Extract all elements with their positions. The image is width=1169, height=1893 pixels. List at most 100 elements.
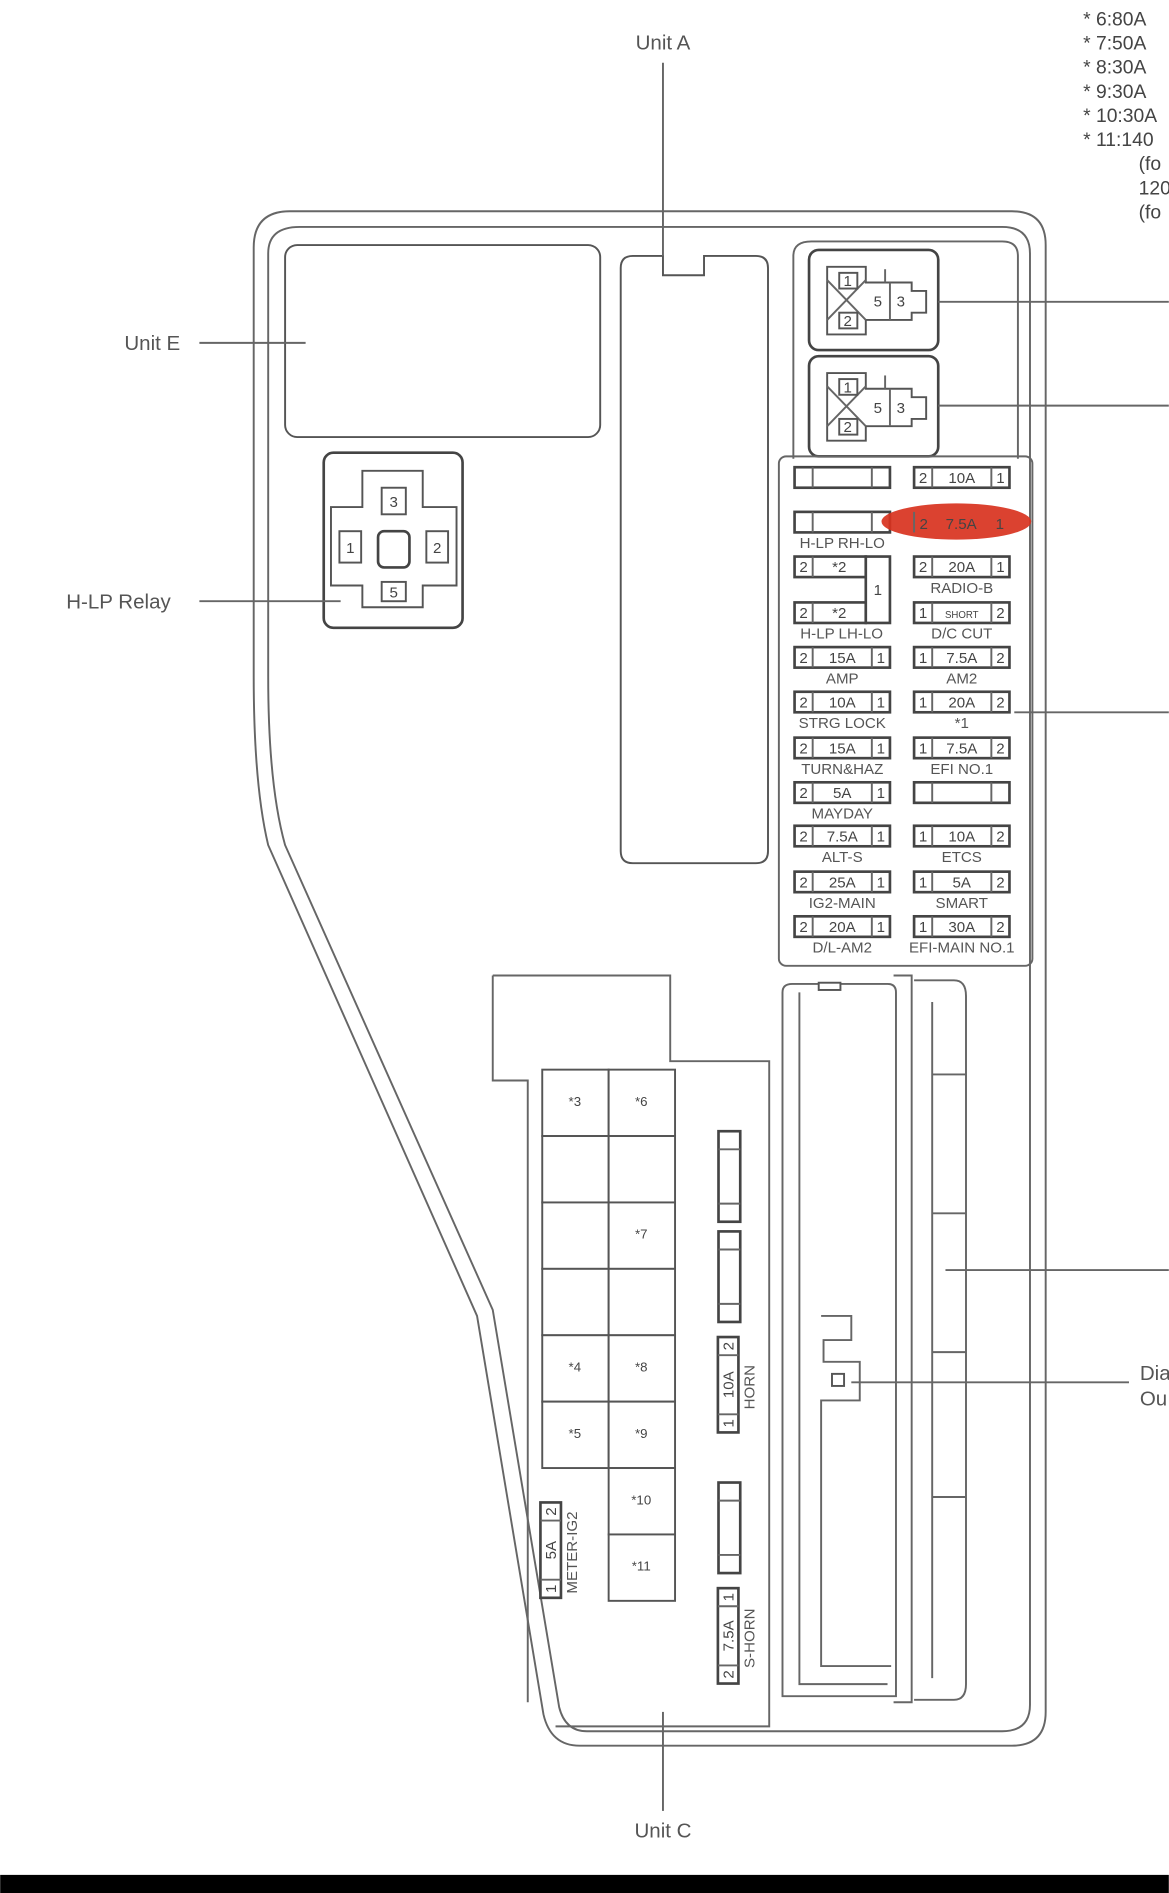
fuse-pin: 1 [919, 740, 927, 757]
fuse [793, 465, 892, 490]
empty-fuse-slot [717, 1129, 742, 1224]
fuse-label: AM2 [946, 670, 977, 687]
fuse-outline [912, 645, 1011, 669]
fuse-outline [912, 736, 1011, 760]
relay-pin: 2 [843, 313, 851, 330]
relay-slot [607, 1533, 677, 1602]
fuse-pin: 2 [996, 605, 1004, 622]
relay-area-outline [792, 240, 1019, 459]
relay-slot [607, 1334, 677, 1403]
fuse-rating: 5A [833, 785, 852, 802]
legend-line: * 11:140 [1083, 130, 1153, 151]
relay-slot-label: *8 [635, 1359, 648, 1374]
fuse-pin: 2 [799, 785, 807, 802]
relay-slot [607, 1467, 677, 1536]
legend-line: * 7:50A [1083, 33, 1146, 54]
relay-slot [607, 1267, 677, 1337]
fuse-pin: 1 [877, 694, 885, 711]
legend-line: 120 [1139, 178, 1169, 199]
hlp-shared-pin: 1 [874, 582, 882, 599]
relay-slot [541, 1334, 610, 1403]
bottom-bar [0, 1874, 1169, 1893]
hlp-relay-label: H-LP Relay [66, 590, 171, 613]
fuse-pin: 1 [877, 874, 885, 891]
fuse-rating: 10A [721, 1370, 738, 1398]
fuse-pin: 2 [543, 1507, 560, 1515]
fuse-outline [793, 510, 892, 534]
unit-a-block [619, 254, 769, 865]
fuse-outline [716, 1586, 740, 1685]
fuse-outline [539, 1501, 563, 1600]
fuse-pin: 2 [721, 1342, 738, 1350]
fuse-outline [912, 690, 1011, 714]
fuse-rating: 10A [829, 694, 857, 711]
relay-slot [607, 1400, 677, 1470]
hlp-shared-pin-box [864, 555, 892, 625]
fuse-pin: 2 [799, 559, 807, 576]
fuse-outline [912, 555, 1011, 579]
diagnostic-outlet-label: Dia [1140, 1362, 1169, 1385]
fuse-label: MAYDAY [812, 806, 873, 823]
fuse-box-inner-outline [267, 226, 1031, 1733]
fuse-rating: 15A [829, 650, 857, 667]
fuse-rating: 15A [829, 740, 857, 757]
fuse-rating: 5A [953, 874, 972, 891]
relay-slot-label: *7 [635, 1227, 648, 1242]
fuse-pin: 1 [919, 828, 927, 845]
fuse-pin: 2 [799, 694, 807, 711]
fuse-outline [716, 1335, 740, 1434]
fuse-pin: 2 [920, 516, 928, 533]
relay-pin: 3 [897, 400, 905, 417]
fuse-outline [793, 645, 892, 669]
fuse-rating: 10A [948, 470, 976, 487]
fuse-label: RADIO-B [930, 580, 993, 597]
fuse-rating: 20A [829, 919, 857, 936]
relay-slot-label: *4 [569, 1359, 582, 1374]
fuse: 2 *2 [793, 555, 868, 579]
fuse-label: H-LP RH-LO [800, 535, 885, 552]
legend-line: * 8:30A [1083, 58, 1146, 79]
fuse-outline [912, 465, 1011, 490]
fuse-label: EFI-MAIN NO.1 [909, 940, 1015, 957]
relay-pin: 5 [874, 400, 882, 417]
relay-slot [541, 1400, 610, 1470]
relay-pin: 1 [843, 273, 851, 290]
fuse-pin: 2 [919, 470, 927, 487]
fuse-outline [912, 870, 1011, 894]
fuse: 27.5A1 [716, 1586, 740, 1685]
unit-e-label: Unit E [124, 332, 180, 355]
fuse-rating: 5A [543, 1540, 560, 1559]
hlp-relay-pin: 5 [390, 585, 398, 602]
fuse-box-outline [252, 210, 1047, 1747]
relay-slot-label: *11 [632, 1559, 651, 1574]
unit-c-region [491, 974, 771, 1728]
fuse-pin: 1 [919, 605, 927, 622]
relay-pin-box [838, 311, 859, 330]
fuse-outline [793, 914, 892, 939]
relay-slot-label: *6 [635, 1094, 648, 1109]
fuse-pin: 2 [919, 559, 927, 576]
fuse-pin: 2 [996, 874, 1004, 891]
fuse-rating: *2 [832, 605, 846, 622]
fuse-outline [912, 824, 1011, 848]
legend-line: (fo [1139, 203, 1162, 224]
fuse-panel [777, 455, 1034, 967]
fuse-label: TURN&HAZ [801, 761, 883, 778]
fuse-rating: *2 [832, 559, 846, 576]
fuse-rating: 10A [948, 828, 976, 845]
fuse-pin: 2 [996, 740, 1004, 757]
relay-slot-label: *9 [635, 1426, 648, 1441]
fuse-label: METER-IG2 [564, 1511, 581, 1593]
fuse-rating: SHORT [945, 610, 979, 621]
